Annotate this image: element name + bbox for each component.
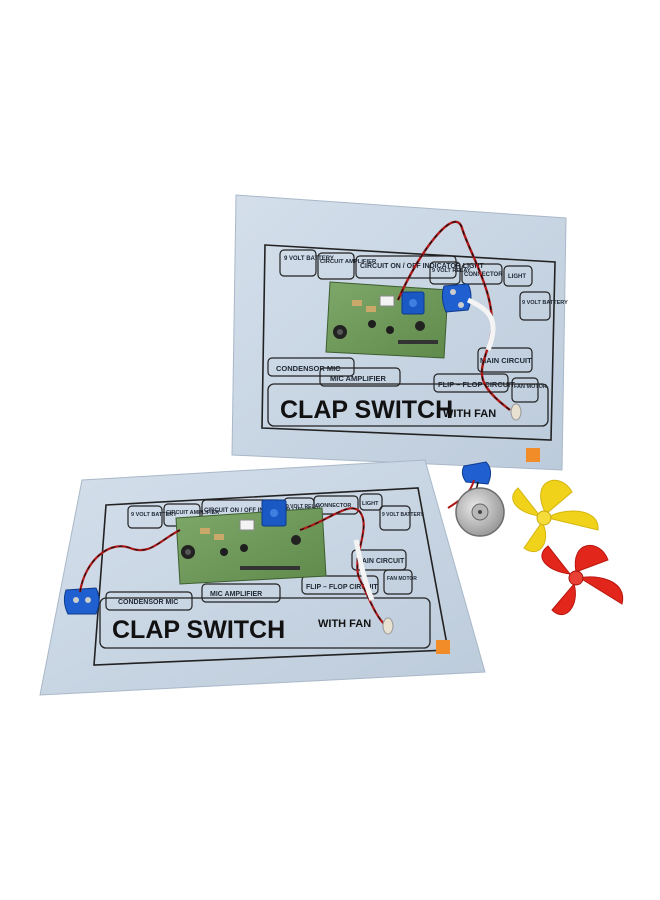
back-fan-motor-label: FAN MOTOR <box>514 384 547 390</box>
front-amplifier-label: CIRCUIT AMPLIFIER <box>166 510 219 516</box>
back-battery-clip <box>441 283 472 313</box>
front-battery-1-label: 9 VOLT BATTERY <box>131 512 177 518</box>
front-indicator-label: CIRCUIT ON / OFF INDICATOR LIGHT <box>204 508 310 514</box>
front-battery-clip <box>63 587 100 615</box>
back-connector-label: CONNECTOR <box>464 272 503 278</box>
back-mic-label: CONDENSOR MIC <box>276 364 341 373</box>
back-battery-2-label: 9 VOLT BATTERY <box>522 300 568 306</box>
back-indicator-label: CIRCUIT ON / OFF INDICATOR LIGHT <box>360 263 485 270</box>
dc-motor <box>455 487 505 537</box>
back-relay-label: 9 VOLT RELAY <box>432 268 471 274</box>
back-mic-amp-label: MIC AMPLIFIER <box>330 374 387 383</box>
back-battery-1-label: 9 VOLT BATTERY <box>284 256 334 262</box>
front-light-label: LIGHT <box>362 501 379 507</box>
front-main-circuit-label: MAIN CIRCUIT <box>356 558 405 565</box>
back-title: CLAP SWITCH <box>280 396 453 424</box>
front-battery-2-label: 9 VOLT BATTERY <box>382 512 424 518</box>
back-light-label: LIGHT <box>508 274 526 280</box>
back-pcb <box>325 281 449 359</box>
front-connector-label: CONNECTOR <box>316 503 351 509</box>
board-back: 9 VOLT BATTERY CIRCUIT AMPLIFIER CIRCUIT… <box>231 194 568 471</box>
front-logo <box>436 640 450 654</box>
back-logo <box>526 448 540 462</box>
back-subtitle: WITH FAN <box>443 408 496 420</box>
back-amplifier-label: CIRCUIT AMPLIFIER <box>320 259 377 265</box>
front-flipflop-label: FLIP – FLOP CIRCUIT <box>306 584 378 591</box>
front-pcb <box>175 499 327 585</box>
front-mic-amp-label: MIC AMPLIFIER <box>210 591 262 598</box>
fan-blade-yellow <box>512 479 599 553</box>
front-fan-motor-label: FAN MOTOR <box>387 576 417 582</box>
front-mic-label: CONDENSOR MIC <box>118 599 178 606</box>
front-title: CLAP SWITCH <box>112 616 285 644</box>
board-back-outline <box>261 244 556 441</box>
front-relay-label: 9 VOLT RELAY <box>286 504 322 510</box>
fan-blade-red <box>541 545 624 616</box>
back-main-circuit-label: MAIN CIRCUIT <box>480 356 532 365</box>
front-subtitle: WITH FAN <box>318 618 371 630</box>
board-front: 9 VOLT BATTERY CIRCUIT AMPLIFIER CIRCUIT… <box>39 459 486 696</box>
